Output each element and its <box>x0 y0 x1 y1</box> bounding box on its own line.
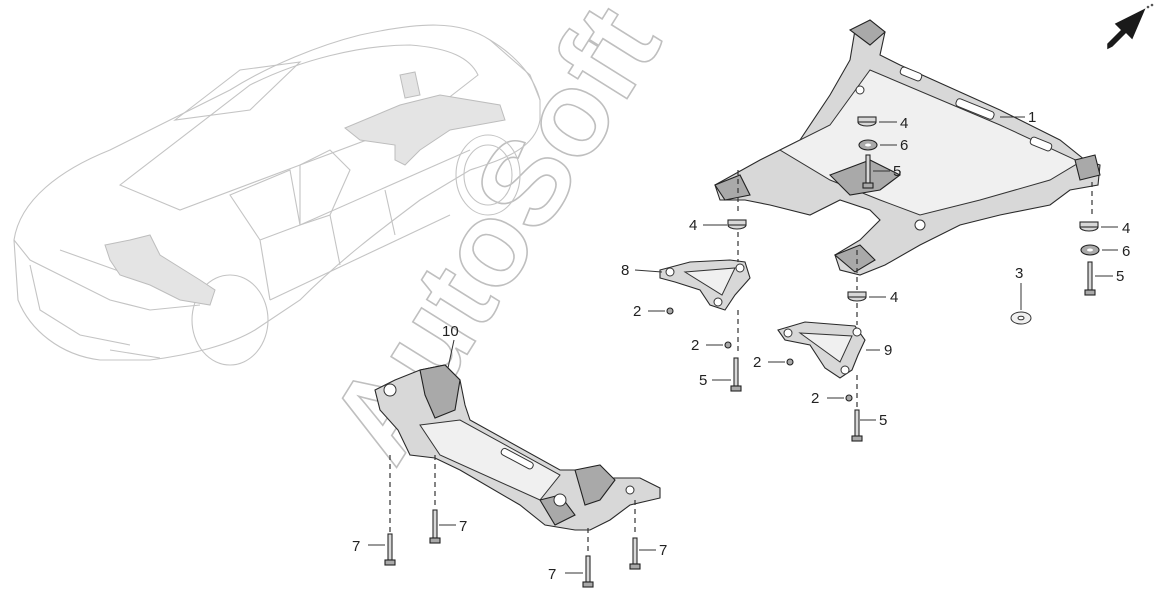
callout-3: 3 <box>1015 265 1023 282</box>
callout-7: 7 <box>548 566 556 583</box>
rear-subframe-part-10 <box>374 364 661 531</box>
callout-4: 4 <box>900 115 908 132</box>
callout-7: 7 <box>352 538 360 555</box>
callout-10: 10 <box>442 323 459 340</box>
callout-2: 2 <box>753 354 761 371</box>
callout-5: 5 <box>879 412 887 429</box>
washer-part-6 <box>858 139 1100 256</box>
front-subframe-part-1 <box>714 19 1101 276</box>
callout-7: 7 <box>459 518 467 535</box>
watermark: AutoSoft <box>303 0 687 485</box>
callout-5: 5 <box>1116 268 1124 285</box>
assembly-lines <box>389 170 1093 554</box>
direction-arrow-icon <box>1107 3 1154 50</box>
bushing-part-4 <box>727 116 1099 302</box>
callout-7: 7 <box>659 542 667 559</box>
callout-8: 8 <box>621 262 629 279</box>
callout-labels: 1 4 6 5 4 4 6 5 3 8 4 2 2 2 9 5 2 5 10 7… <box>352 109 1130 583</box>
callout-9: 9 <box>884 342 892 359</box>
callout-6: 6 <box>1122 243 1130 260</box>
callout-4: 4 <box>1122 220 1130 237</box>
bolt-part-5 <box>730 154 1096 442</box>
vehicle-silhouette <box>13 24 541 366</box>
callout-1: 1 <box>1028 109 1036 126</box>
washer-part-3 <box>1010 311 1032 325</box>
callout-4: 4 <box>890 289 898 306</box>
watermark-text: AutoSoft <box>303 0 685 484</box>
callout-4: 4 <box>689 217 697 234</box>
callout-2: 2 <box>691 337 699 354</box>
leader-lines <box>368 116 1118 574</box>
callout-2: 2 <box>633 303 641 320</box>
brace-plate-part-9 <box>777 321 866 379</box>
bolt-part-7 <box>384 509 641 588</box>
callout-2: 2 <box>811 390 819 407</box>
callout-5: 5 <box>893 163 901 180</box>
callout-6: 6 <box>900 137 908 154</box>
brace-plate-part-8 <box>659 259 751 311</box>
callout-5: 5 <box>699 372 707 389</box>
nut-part-2 <box>666 307 853 402</box>
